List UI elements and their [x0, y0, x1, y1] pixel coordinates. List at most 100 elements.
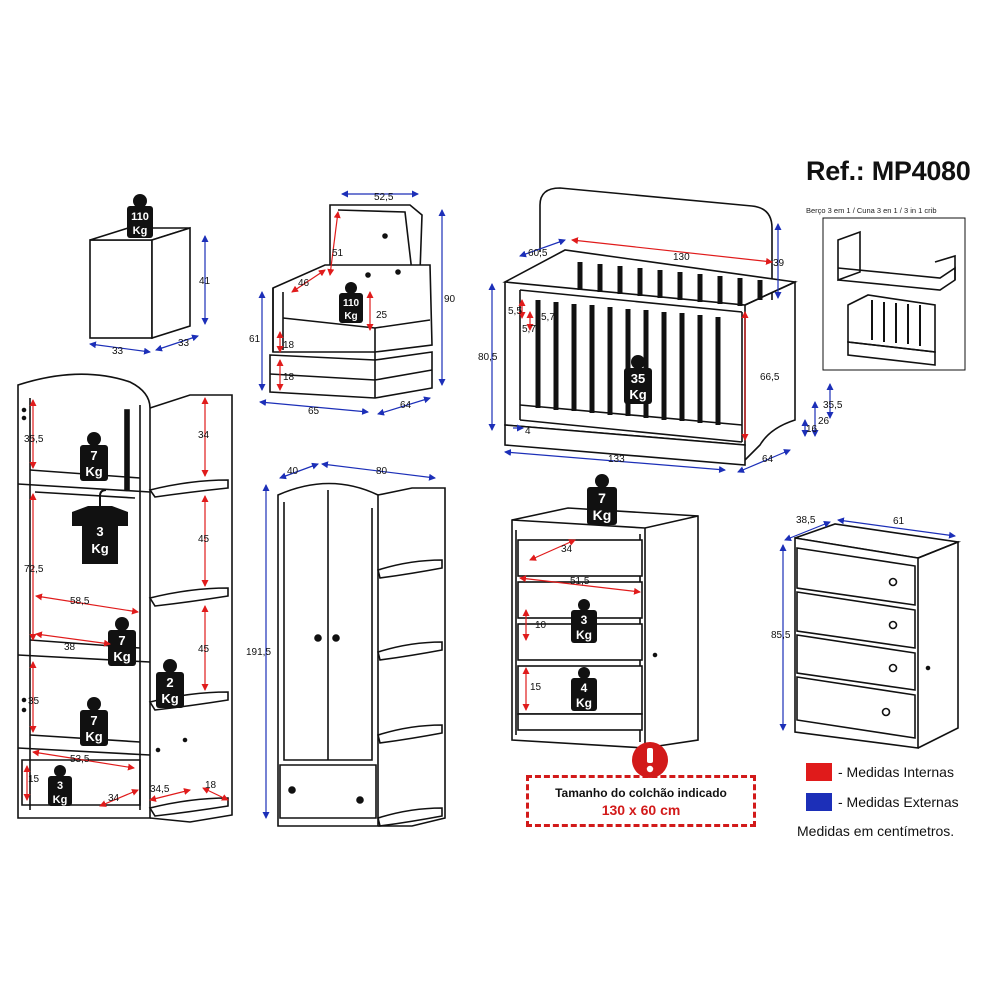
dim-crib-64: 64	[762, 454, 774, 465]
dim-crib-26: 26	[818, 416, 830, 427]
dim-chest-10: 10	[535, 620, 547, 631]
dim-chest-15: 15	[530, 682, 542, 693]
svg-text:3: 3	[96, 524, 103, 539]
nightstand-drawing	[89, 226, 191, 340]
svg-text:110: 110	[343, 298, 360, 309]
dim-wardrobe-535: 53,5	[70, 754, 90, 765]
dim-chest-34: 34	[561, 544, 573, 555]
legend-internal-label: - Medidas Internas	[838, 764, 954, 780]
dim-wardrobe-355: 35,5	[24, 434, 44, 445]
dimension-labels: 41 33 33 52,5 51 46 25 61 18 18 90 65 64…	[24, 192, 905, 804]
weight-crib: 35 Kg	[624, 355, 652, 404]
dim-crib-57b: 5,7	[522, 324, 536, 335]
dim-wardrobe-34: 34	[198, 430, 210, 441]
svg-text:Kg: Kg	[133, 225, 148, 237]
internal-dimensions	[23, 211, 773, 807]
svg-text:Kg: Kg	[629, 387, 646, 402]
dim-dresser-depth: 38,5	[796, 515, 816, 526]
dim-armchair-61: 61	[249, 334, 261, 345]
wardrobe-closed-drawing	[277, 482, 446, 827]
dim-armchair-width: 65	[308, 406, 320, 417]
mattress-note-size: 130 x 60 cm	[601, 802, 681, 818]
weight-wardrobe-rail: 3 Kg	[72, 489, 128, 564]
dim-wardrobe-345: 34,5	[150, 784, 170, 795]
svg-text:Kg: Kg	[85, 729, 102, 744]
weight-dresser-drawer-mid: 3 Kg	[571, 599, 597, 643]
dim-armchair-seat: 46	[298, 278, 310, 289]
dim-wardrobe2-height: 191,5	[246, 647, 271, 658]
external-dimensions	[89, 190, 956, 819]
dim-armchair-depth: 64	[400, 400, 412, 411]
dim-wardrobe-585: 58,5	[70, 596, 90, 607]
legend-internal: - Medidas Internas	[806, 763, 954, 781]
dim-crib-57a: 5,7	[541, 312, 555, 323]
dim-wardrobe-35: 35	[28, 696, 40, 707]
dim-wardrobe-45b: 45	[198, 644, 210, 655]
dresser-closed-drawing	[794, 523, 962, 749]
external-swatch	[806, 793, 832, 811]
weight-wardrobe-shelf-low: 7 Kg	[80, 697, 108, 746]
svg-text:Kg: Kg	[85, 464, 102, 479]
svg-text:Kg: Kg	[113, 649, 130, 664]
dim-crib-16: 16	[806, 424, 818, 435]
dim-armchair-18a: 18	[283, 340, 295, 351]
legend-external-label: - Medidas Externas	[838, 794, 959, 810]
mattress-note-title: Tamanho do colchão indicado	[555, 786, 727, 800]
weight-nightstand: 110 Kg	[127, 194, 153, 238]
svg-text:7: 7	[90, 713, 97, 728]
dim-dresser-height: 85,5	[771, 630, 791, 641]
svg-text:110: 110	[131, 211, 149, 223]
svg-text:3: 3	[57, 780, 63, 792]
internal-swatch	[806, 763, 832, 781]
dim-armchair-arm: 25	[376, 310, 388, 321]
svg-text:2: 2	[166, 675, 173, 690]
crib-drawing	[502, 187, 798, 466]
weight-dresser-top: 7 Kg	[587, 474, 617, 525]
dim-chest-515: 51,5	[570, 576, 590, 587]
svg-text:Kg: Kg	[344, 311, 357, 322]
weight-dresser-drawer-low: 4 Kg	[571, 667, 597, 711]
dim-crib-39: 39	[773, 258, 785, 269]
reference-code: Ref.: MP4080	[806, 156, 971, 186]
dim-crib-355: 35,5	[823, 400, 843, 411]
dim-wardrobe-34b: 34	[108, 793, 120, 804]
svg-text:3: 3	[581, 613, 588, 627]
dim-wardrobe-15: 15	[28, 774, 40, 785]
svg-text:Kg: Kg	[91, 541, 108, 556]
drawer-chest-open-drawing	[511, 507, 699, 749]
warning-icon	[632, 742, 668, 778]
dim-crib-55: 5,5	[508, 306, 522, 317]
weight-wardrobe-shelf-mid: 7 Kg	[108, 617, 136, 666]
weight-wardrobe-side: 2 Kg	[156, 659, 184, 708]
dim-armchair-back: 51	[332, 248, 344, 259]
dim-wardrobe-725: 72,5	[24, 564, 44, 575]
svg-text:7: 7	[90, 448, 97, 463]
weight-tags: 110 Kg 110 Kg 35 Kg 7 Kg 3 Kg 7 Kg	[48, 194, 652, 806]
svg-text:35: 35	[631, 371, 645, 386]
dim-wardrobe-45a: 45	[198, 534, 210, 545]
dim-crib-4: 4	[525, 426, 531, 437]
legend-external: - Medidas Externas	[806, 793, 959, 811]
dim-armchair-height: 90	[444, 294, 456, 305]
crib-3in1-caption: Berço 3 em 1 / Cuna 3 en 1 / 3 in 1 crib	[806, 206, 937, 215]
dim-crib-665: 66,5	[760, 372, 780, 383]
dim-crib-605: 60,5	[528, 248, 548, 259]
weight-armchair: 110 Kg	[339, 282, 363, 323]
dim-wardrobe-18: 18	[205, 780, 217, 791]
mattress-note: Tamanho do colchão indicado 130 x 60 cm	[526, 775, 756, 827]
dim-wardrobe2-depth: 40	[287, 466, 299, 477]
dim-nightstand-depth: 33	[178, 338, 190, 349]
units-footer: Medidas em centímetros.	[797, 823, 955, 839]
svg-text:Kg: Kg	[161, 691, 178, 706]
svg-text:Kg: Kg	[576, 696, 592, 710]
dim-armchair-18b: 18	[283, 372, 295, 383]
dim-crib-805: 80,5	[478, 352, 498, 363]
dim-nightstand-height: 41	[199, 276, 211, 287]
dim-dresser-width: 61	[893, 516, 905, 527]
svg-text:Kg: Kg	[593, 507, 612, 523]
crib-3in1-panel	[822, 217, 966, 371]
dim-crib-133: 133	[608, 454, 625, 465]
weight-wardrobe-shelf-top: 7 Kg	[80, 432, 108, 481]
dim-crib-130: 130	[673, 252, 690, 263]
